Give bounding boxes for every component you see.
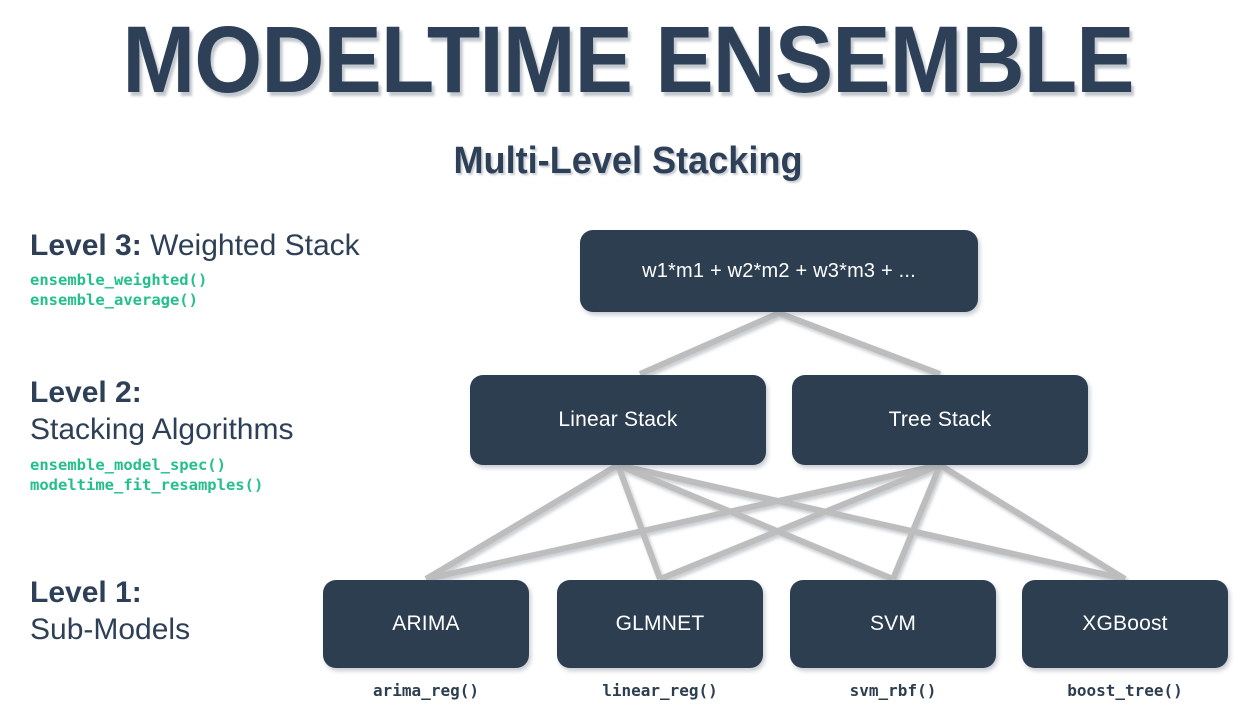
page-subtitle: Multi-Level Stacking bbox=[453, 140, 803, 182]
node-arima[interactable]: ARIMA bbox=[323, 580, 529, 668]
page-title: MODELTIME ENSEMBLE bbox=[122, 7, 1134, 113]
level-2-number: Level 2: bbox=[30, 376, 142, 409]
caption-svm-rbf: svm_rbf() bbox=[849, 681, 937, 700]
level-3-heading: Level 3: Weighted Stack bbox=[30, 228, 360, 264]
level-2-name: Stacking Algorithms bbox=[30, 413, 294, 446]
edge-linear-glmnet bbox=[615, 463, 663, 581]
level-2-heading: Level 2: bbox=[30, 375, 293, 411]
edge-tree-xgboost bbox=[938, 462, 1127, 582]
function-ensemble-average: ensemble_average() bbox=[30, 291, 198, 309]
node-tree-stack[interactable]: Tree Stack bbox=[792, 375, 1088, 465]
level-3-name: Weighted Stack bbox=[150, 229, 360, 262]
edge-linear-arima bbox=[424, 462, 620, 582]
edge-weighted-linear bbox=[638, 310, 781, 377]
level-2-label-block: Level 2: Stacking Algorithms ensemble_mo… bbox=[30, 375, 293, 495]
caption-linear-reg: linear_reg() bbox=[602, 681, 718, 700]
function-ensemble-model-spec: ensemble_model_spec() bbox=[30, 456, 226, 474]
level-1-name: Sub-Models bbox=[30, 613, 191, 646]
function-ensemble-weighted: ensemble_weighted() bbox=[30, 271, 208, 289]
caption-boost-tree: boost_tree() bbox=[1067, 681, 1183, 700]
level-3-label-block: Level 3: Weighted Stack ensemble_weighte… bbox=[30, 228, 360, 310]
level-2-functions: ensemble_model_spec() modeltime_fit_resa… bbox=[30, 455, 293, 495]
node-glmnet[interactable]: GLMNET bbox=[557, 580, 763, 668]
edge-weighted-tree bbox=[777, 310, 942, 377]
level-3-functions: ensemble_weighted() ensemble_average() bbox=[30, 270, 360, 310]
node-svm[interactable]: SVM bbox=[790, 580, 996, 668]
edge-linear-xgboost bbox=[617, 462, 1126, 582]
function-modeltime-fit-resamples: modeltime_fit_resamples() bbox=[30, 476, 264, 494]
edge-tree-arima bbox=[425, 462, 941, 582]
level-1-number: Level 1: bbox=[30, 576, 142, 609]
edge-tree-glmnet bbox=[658, 462, 942, 582]
node-xgboost[interactable]: XGBoost bbox=[1022, 580, 1228, 668]
level-3-number: Level 3: bbox=[30, 229, 142, 262]
node-linear-stack[interactable]: Linear Stack bbox=[470, 375, 766, 465]
level-1-label-block: Level 1: Sub-Models bbox=[30, 575, 190, 649]
edge-tree-svm bbox=[890, 463, 943, 581]
edge-linear-svm bbox=[616, 462, 895, 582]
level-1-heading: Level 1: bbox=[30, 575, 190, 611]
caption-arima-reg: arima_reg() bbox=[373, 681, 479, 700]
node-weighted-stack[interactable]: w1*m1 + w2*m2 + w3*m3 + ... bbox=[580, 230, 978, 312]
